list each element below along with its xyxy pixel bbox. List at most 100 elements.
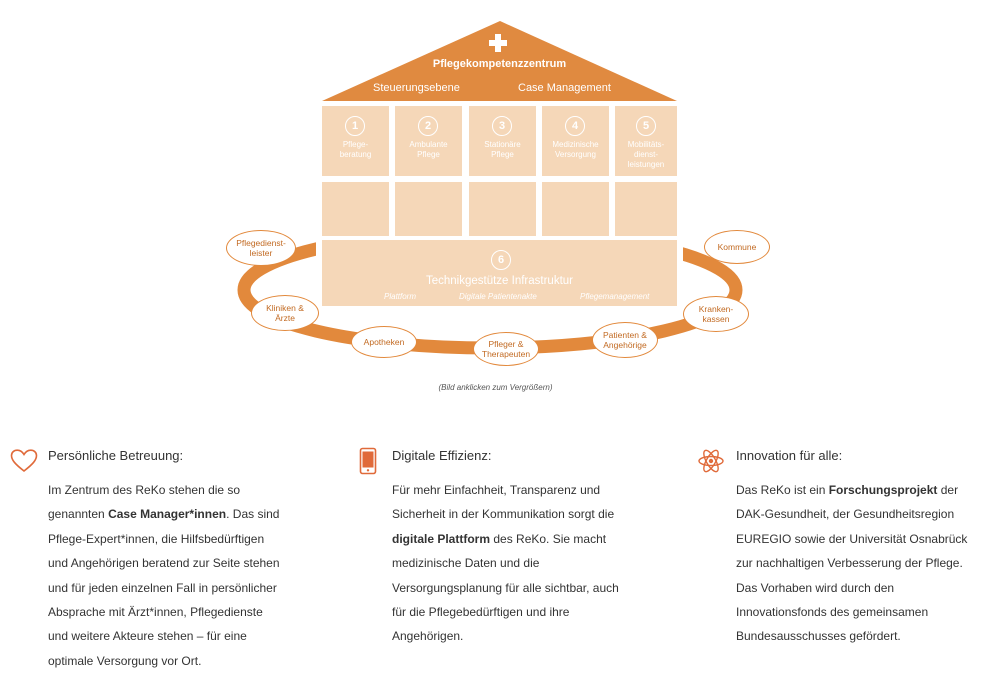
atom-icon xyxy=(698,449,724,473)
feature-text: Im Zentrum des ReKo stehen die so genannt… xyxy=(48,478,280,673)
feature-text-line: genannten Case Manager*innen. Das sind xyxy=(48,507,280,522)
feature-title: Digitale Effizienz: xyxy=(392,448,492,463)
stakeholder-label: Angehörige xyxy=(603,340,647,350)
infrastructure-sub-pflegemanagement: Pflegemanagement xyxy=(580,292,650,301)
smartphone-icon xyxy=(359,447,377,475)
pillar-number: 4 xyxy=(565,116,585,136)
pillar-5: 5 Mobilitäts- dienst- leistungen xyxy=(615,106,677,176)
pillar-title-line: Ambulante xyxy=(409,140,448,149)
pillar-title: Stationäre Pflege xyxy=(469,140,536,160)
feature-text-bold: Forschungsprojekt xyxy=(828,483,938,497)
roof-label-steuerung: Steuerungsebene xyxy=(373,82,460,94)
pillar-title-line: Mobilitäts- xyxy=(627,140,665,149)
feature-text-line: DAK-Gesundheit, der Gesundheitsregion xyxy=(736,507,955,522)
pillar-title-line: dienst- xyxy=(633,150,658,159)
feature-text-line: und weitere Akteure stehen – für eine xyxy=(48,629,247,644)
stakeholder-patienten: Patienten &Angehörige xyxy=(592,322,658,358)
feature-text-line: Im Zentrum des ReKo stehen die so xyxy=(48,483,241,497)
feature-text-line: und Angehörigen beratend zur Seite stehe… xyxy=(48,556,280,571)
stakeholder-pflegedienstleister: Pflegedienst-leister xyxy=(226,230,296,266)
stakeholder-label: Apotheken xyxy=(363,337,405,347)
pillar-title-line: Pflege xyxy=(491,150,514,159)
stakeholder-krankenkassen: Kranken-kassen xyxy=(683,296,749,332)
feature-text-line: Bundesausschusses gefördert. xyxy=(736,629,901,644)
care-center-diagram[interactable]: Pflegekompetenzzentrum Steuerungsebene C… xyxy=(0,0,991,380)
diagram-caption[interactable]: (Bild anklicken zum Vergrößern) xyxy=(438,383,553,392)
infrastructure-sub-plattform: Plattform xyxy=(384,292,417,301)
pillar-2: 2 Ambulante Pflege xyxy=(395,106,462,176)
infrastructure-number: 6 xyxy=(491,250,511,270)
pillar-number: 1 xyxy=(345,116,365,136)
stakeholder-label: Therapeuten xyxy=(481,349,531,359)
stakeholder-apotheken: Apotheken xyxy=(351,326,417,358)
feature-text-line: medizinische Daten und die xyxy=(392,556,540,571)
pillar-3-details xyxy=(469,182,536,236)
feature-title: Persönliche Betreuung: xyxy=(48,448,184,463)
stakeholder-label: Patienten & xyxy=(603,330,647,340)
feature-text-bold: Case Manager*innen xyxy=(108,507,227,522)
feature-text-line: Für mehr Einfachheit, Transparenz und xyxy=(392,483,601,497)
feature-text-line: zur nachhaltigen Verbesserung der Pflege… xyxy=(736,556,963,571)
stakeholder-label: leister xyxy=(249,248,273,258)
pillar-1: 1 Pflege- beratung xyxy=(322,106,389,176)
pillar-number: 2 xyxy=(418,116,438,136)
feature-title: Innovation für alle: xyxy=(736,448,843,463)
roof-title: Pflegekompetenzzentrum xyxy=(432,58,567,70)
pillar-4-details xyxy=(542,182,609,236)
feature-text-line: Absprache mit Ärzt*innen, Pflegedienste xyxy=(48,605,263,620)
pillar-title-line: Stationäre xyxy=(484,140,521,149)
stakeholder-kommune: Kommune xyxy=(704,230,770,264)
feature-persoenliche-betreuung: Persönliche Betreuung: Im Zentrum des Re… xyxy=(48,448,280,673)
feature-text-line: Innovationsfonds des gemeinsamen xyxy=(736,605,929,620)
pillar-5-details xyxy=(615,182,677,236)
pillar-number: 5 xyxy=(636,116,656,136)
feature-innovation: Innovation für alle: Das ReKo ist ein Fo… xyxy=(736,448,967,649)
feature-text-line: Das Vorhaben wird durch den xyxy=(736,580,895,595)
pillar-3: 3 Stationäre Pflege xyxy=(469,106,536,176)
infrastructure-box: 6 Technikgestütze Infrastruktur Plattfor… xyxy=(322,240,677,306)
stakeholder-label: Ärzte xyxy=(275,313,295,323)
pillar-title-line: leistungen xyxy=(627,160,665,169)
feature-text-line: Angehörigen. xyxy=(392,629,464,644)
pillar-title-line: Versorgung xyxy=(555,150,596,159)
stakeholder-kliniken: Kliniken &Ärzte xyxy=(251,295,319,331)
pillar-2-details xyxy=(395,182,462,236)
feature-text-line: Sicherheit in der Kommunikation sorgt di… xyxy=(392,507,615,522)
feature-text-line: EUREGIO sowie der Universität Osnabrück xyxy=(736,531,968,546)
roof-label-case-management: Case Management xyxy=(518,82,611,94)
pillar-title-line: beratung xyxy=(339,150,372,159)
feature-digitale-effizienz: Digitale Effizienz: Für mehr Einfachheit… xyxy=(392,448,619,649)
infrastructure-title: Technikgestütze Infrastruktur xyxy=(425,275,573,287)
stakeholder-label: Pflegedienst- xyxy=(236,238,286,248)
roof-shape xyxy=(322,21,677,101)
stakeholder-label: kassen xyxy=(702,314,730,324)
feature-text-line: für die Pflegebedürftigen und ihre xyxy=(392,605,570,620)
stakeholder-label: Pfleger & xyxy=(488,339,524,349)
infrastructure-sub-patientenakte: Digitale Patientenakte xyxy=(459,292,537,301)
feature-text-line: Versorgungsplanung für alle sichtbar, au… xyxy=(392,580,619,595)
pillar-number: 3 xyxy=(492,116,512,136)
feature-text-line: Pflege-Expert*innen, die Hilfsbedürftige… xyxy=(48,531,265,546)
pillar-title-line: Medizinische xyxy=(552,140,599,149)
pillar-title: Ambulante Pflege xyxy=(395,140,462,160)
stakeholder-label: Kranken- xyxy=(698,304,734,314)
pillar-1-details xyxy=(322,182,389,236)
pillar-title: Medizinische Versorgung xyxy=(542,140,609,160)
heart-icon xyxy=(10,449,38,473)
pillar-title: Pflege- beratung xyxy=(322,140,389,160)
stakeholder-pfleger: Pfleger &Therapeuten xyxy=(473,332,539,366)
pillar-title-line: Pflege- xyxy=(342,140,369,149)
pillar-title-line: Pflege xyxy=(417,150,440,159)
pillar-4: 4 Medizinische Versorgung xyxy=(542,106,609,176)
stakeholder-label: Kommune xyxy=(717,242,757,252)
feature-text-line: digitale Plattform des ReKo. Sie macht xyxy=(392,531,607,546)
feature-text-line: und für jeden einzelnen Fall in persönli… xyxy=(48,580,277,595)
feature-text-line: Das ReKo ist ein Forschungsprojekt der xyxy=(736,483,959,497)
pillar-title: Mobilitäts- dienst- leistungen xyxy=(615,140,677,170)
feature-text-bold: digitale Plattform xyxy=(392,531,491,546)
stakeholder-label: Kliniken & xyxy=(266,303,304,313)
plus-cross-icon xyxy=(489,34,507,52)
feature-text-line: optimale Versorgung vor Ort. xyxy=(48,653,202,668)
